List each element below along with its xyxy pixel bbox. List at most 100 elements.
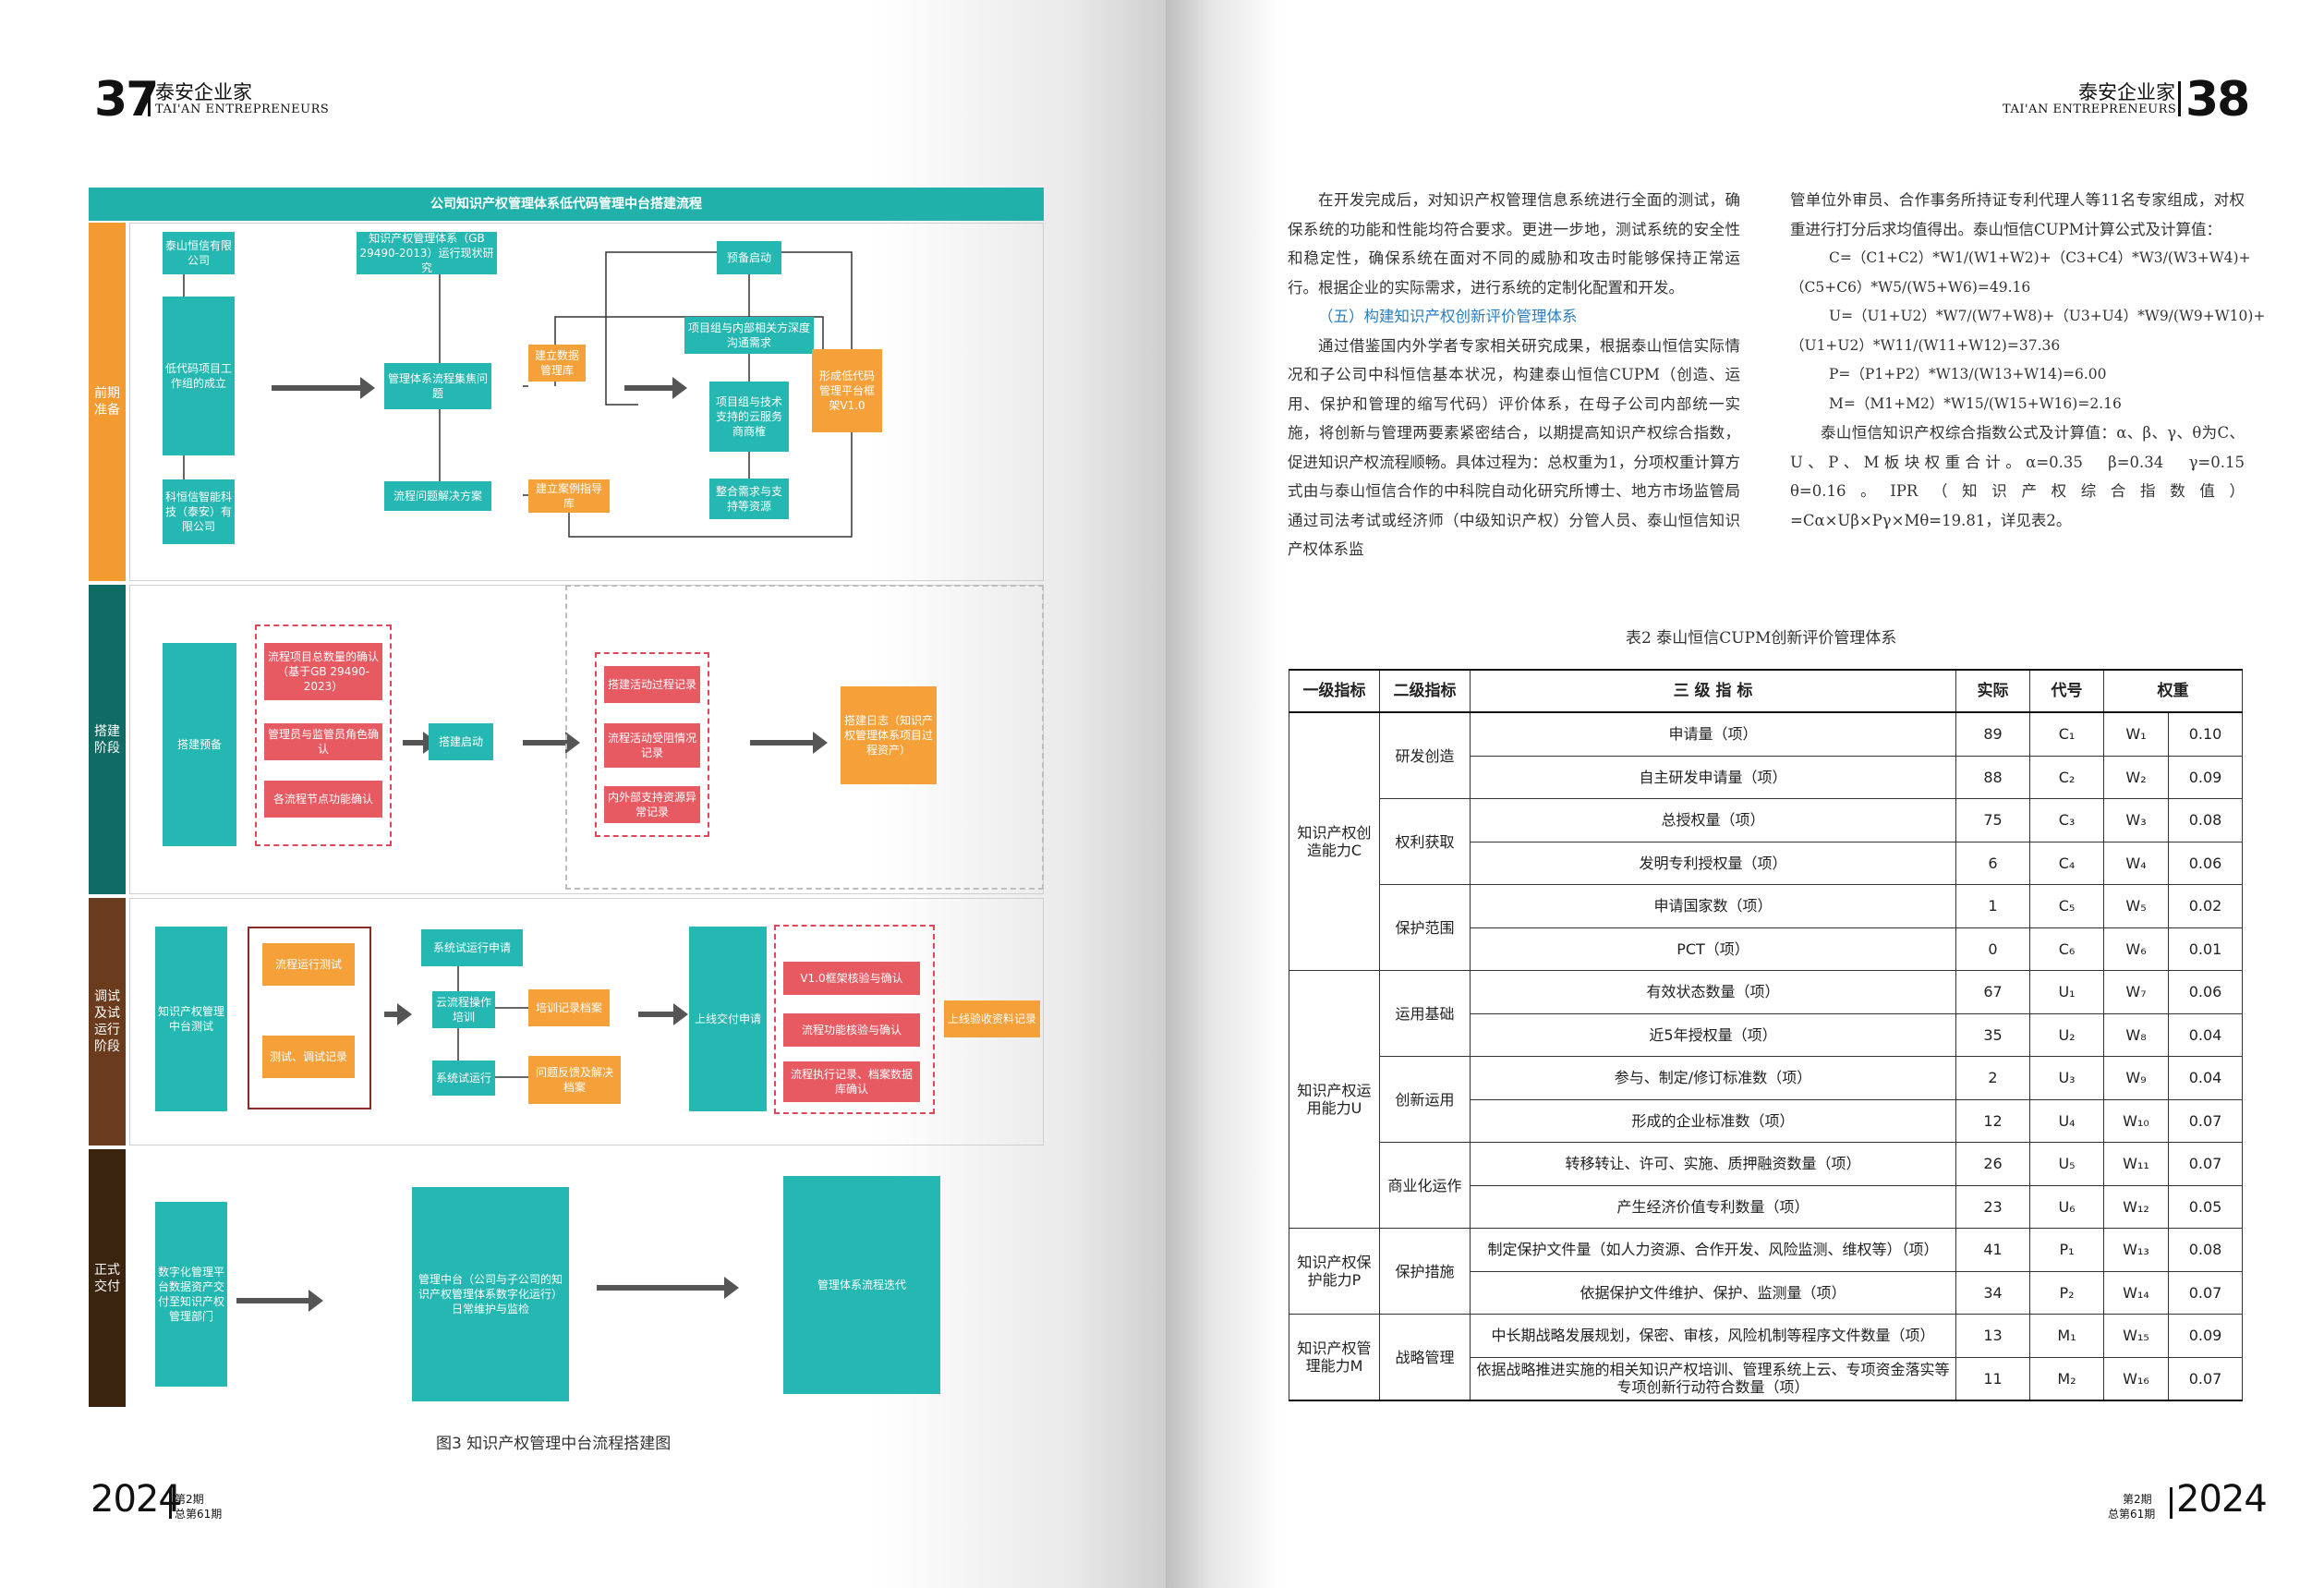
- node-confirm-roles: 管理员与监管员角色确认: [264, 723, 382, 760]
- node-iterate: 管理体系流程迭代: [783, 1176, 940, 1394]
- stage-frame-prep: [129, 223, 1044, 581]
- indicator-code: C₆: [2029, 927, 2104, 971]
- article-paragraph: 通过借鉴国内外学者专家相关研究成果，根据泰山恒信实际情况和子公司中科恒信基本状况…: [1288, 336, 1740, 559]
- weight-code: W₈: [2103, 1012, 2169, 1057]
- node-run-test: 流程运行测试: [262, 943, 355, 986]
- flow-arrow: [384, 1003, 412, 1025]
- magazine-name-cn: 泰安企业家: [2078, 81, 2175, 103]
- indicator-code: U₂: [2029, 1012, 2104, 1057]
- indicator-code: P₁: [2029, 1228, 2104, 1272]
- header-weight: 权重: [2103, 669, 2243, 713]
- node-verify-db: 流程执行记录、档案数据库确认: [783, 1061, 920, 1102]
- indicator-code: C₄: [2029, 841, 2104, 885]
- article-paragraph: 在开发完成后，对知识产权管理信息系统进行全面的测试，确保系统的功能和性能均符合要…: [1288, 191, 1740, 297]
- node-log-process: 搭建活动过程记录: [604, 666, 700, 703]
- level2-indicator: 战略管理: [1379, 1314, 1471, 1401]
- weight-code: W₁₁: [2103, 1142, 2169, 1186]
- weight-code: W₂: [2103, 755, 2169, 799]
- node-company-kehengxin: 科恒信智能科技（泰安）有限公司: [163, 479, 235, 544]
- actual-value: 12: [1955, 1098, 2030, 1143]
- weight-value: 0.07: [2168, 1356, 2243, 1401]
- weight-value: 0.07: [2168, 1098, 2243, 1143]
- node-data-deliver: 数字化管理平台数据资产交付至知识产权管理部门: [155, 1202, 227, 1387]
- header-actual: 实际: [1955, 669, 2030, 713]
- magazine-name-en: TAI'AN ENTREPRENEURS: [2003, 103, 2177, 116]
- node-collect-issues: 管理体系流程集焦问题: [384, 363, 491, 409]
- weight-value: 0.02: [2168, 884, 2243, 928]
- weight-code: W₁₄: [2103, 1270, 2169, 1315]
- node-confirm-count: 流程项目总数量的确认（基于GB 29490-2023）: [264, 643, 382, 700]
- footer-year: 2024: [2176, 1478, 2268, 1521]
- node-cloud-train: 云流程操作培训: [432, 991, 495, 1028]
- weight-code: W₉: [2103, 1056, 2169, 1100]
- node-acceptance: 上线验收资料记录: [944, 1000, 1040, 1037]
- indicator-code: C₁: [2029, 711, 2104, 757]
- weight-value: 0.07: [2168, 1270, 2243, 1315]
- level1-indicator: 知识产权管理能力M: [1289, 1314, 1380, 1401]
- table-caption: 表2 泰山恒信CUPM创新评价管理体系: [1626, 629, 1897, 648]
- node-build-launch: 搭建启动: [429, 723, 493, 760]
- weight-code: W₄: [2103, 841, 2169, 885]
- formula-c-line2: （C5+C6）*W5/(W5+W6)=49.16: [1790, 278, 2031, 296]
- log-frame: [565, 585, 1044, 890]
- verify-group: [774, 925, 935, 1114]
- weight-code: W₁₀: [2103, 1098, 2169, 1143]
- node-go-live: 上线交付申请: [689, 927, 767, 1111]
- weight-value: 0.08: [2168, 798, 2243, 842]
- node-platform-v1: 形成低代码管理平台框架V1.0: [812, 349, 882, 432]
- footer-issue: 第2期: [175, 1493, 204, 1506]
- indicator-code: U₆: [2029, 1184, 2104, 1229]
- level2-indicator: 保护范围: [1379, 884, 1471, 971]
- node-build-log: 搭建日志（知识产权管理体系项目过程资产）: [841, 686, 937, 784]
- weight-code: W₁₅: [2103, 1314, 2169, 1358]
- flow-arrow: [597, 1277, 739, 1299]
- header-level3: 三 级 指 标: [1470, 669, 1956, 713]
- weight-code: W₇: [2103, 970, 2169, 1014]
- actual-value: 13: [1955, 1314, 2030, 1358]
- actual-value: 0: [1955, 927, 2030, 971]
- node-feedback: 问题反馈及解决档案: [528, 1056, 621, 1104]
- node-debug-log: 测试、调试记录: [262, 1036, 355, 1078]
- weight-value: 0.09: [2168, 1314, 2243, 1358]
- level3-indicator: 自主研发申请量（项）: [1470, 755, 1956, 799]
- footer-divider: [2170, 1487, 2173, 1519]
- flow-arrow: [750, 732, 828, 754]
- actual-value: 41: [1955, 1228, 2030, 1272]
- indicator-code: C₂: [2029, 755, 2104, 799]
- level3-indicator: 近5年授权量（项）: [1470, 1012, 1956, 1057]
- log-group: [595, 652, 709, 837]
- level2-indicator: 权利获取: [1379, 798, 1471, 885]
- level1-indicator: 知识产权运用能力U: [1289, 970, 1380, 1229]
- article-column-left: 在开发完成后，对知识产权管理信息系统进行全面的测试，确保系统的功能和性能均符合要…: [1288, 186, 1740, 564]
- flow-arrow: [523, 732, 580, 754]
- node-maintain: 管理中台（公司与子公司的知识产权管理体系数字化运行）日常维护与监检: [412, 1187, 569, 1401]
- actual-value: 67: [1955, 970, 2030, 1014]
- header-divider: [148, 81, 151, 116]
- node-build-db: 建立数据管理库: [528, 345, 586, 382]
- confirm-group: [255, 624, 392, 846]
- header-divider: [2178, 81, 2181, 116]
- actual-value: 23: [1955, 1184, 2030, 1229]
- node-prelaunch: 预备启动: [717, 241, 781, 274]
- formula-u-line1: U=（U1+U2）*W7/(W7+W8)+（U3+U4）*W9/(W9+W10)…: [1829, 308, 2266, 324]
- stage-label-deliver: 正式交付: [89, 1149, 126, 1407]
- indicator-code: M₁: [2029, 1314, 2104, 1358]
- level3-indicator: 中长期战略发展规划，保密、审核，风险机制等程序文件数量（项）: [1470, 1314, 1956, 1358]
- weight-value: 0.09: [2168, 755, 2243, 799]
- magazine-name-cn: 泰安企业家: [155, 81, 252, 103]
- stage-label-build: 搭建阶段: [89, 585, 126, 894]
- actual-value: 2: [1955, 1056, 2030, 1100]
